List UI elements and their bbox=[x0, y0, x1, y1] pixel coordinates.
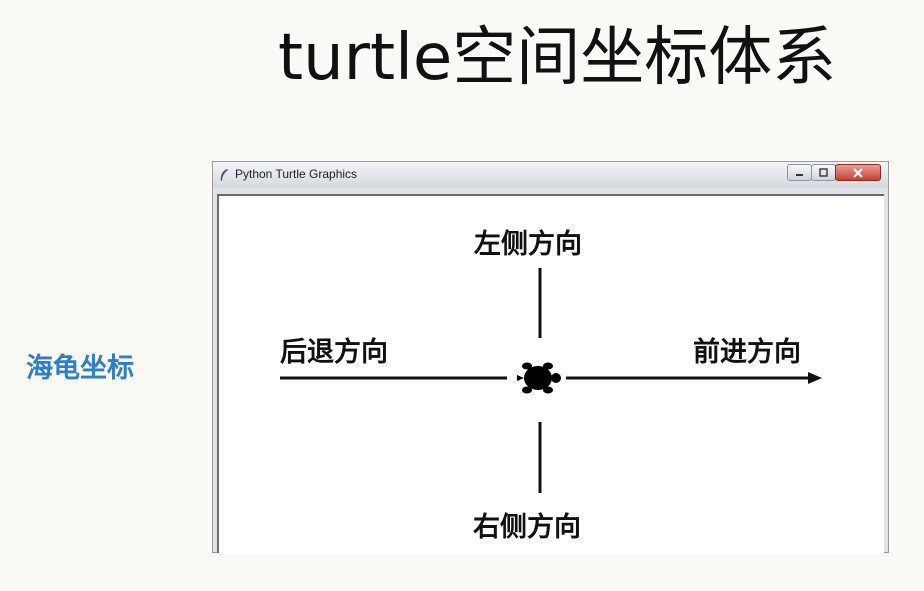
close-icon bbox=[853, 167, 863, 178]
slide-title: turtle空间坐标体系 bbox=[278, 21, 837, 95]
side-label: 海龟坐标 bbox=[26, 353, 134, 384]
turtle-window: Python Turtle Graphics bbox=[212, 161, 889, 553]
forward-direction-label: 前进方向 bbox=[693, 337, 801, 368]
backward-direction-label: 后退方向 bbox=[280, 337, 388, 368]
arrow-head-icon bbox=[808, 372, 822, 384]
close-button[interactable] bbox=[835, 164, 881, 181]
turtle-icon bbox=[517, 362, 561, 394]
window-title: Python Turtle Graphics bbox=[235, 167, 358, 181]
left-direction-label: 左侧方向 bbox=[474, 229, 582, 260]
right-direction-label: 右侧方向 bbox=[473, 512, 581, 543]
window-titlebar[interactable]: Python Turtle Graphics bbox=[213, 162, 888, 188]
maximize-icon bbox=[819, 168, 828, 177]
minimize-icon bbox=[796, 174, 803, 176]
minimize-button[interactable] bbox=[787, 164, 812, 181]
feather-icon bbox=[220, 169, 228, 181]
